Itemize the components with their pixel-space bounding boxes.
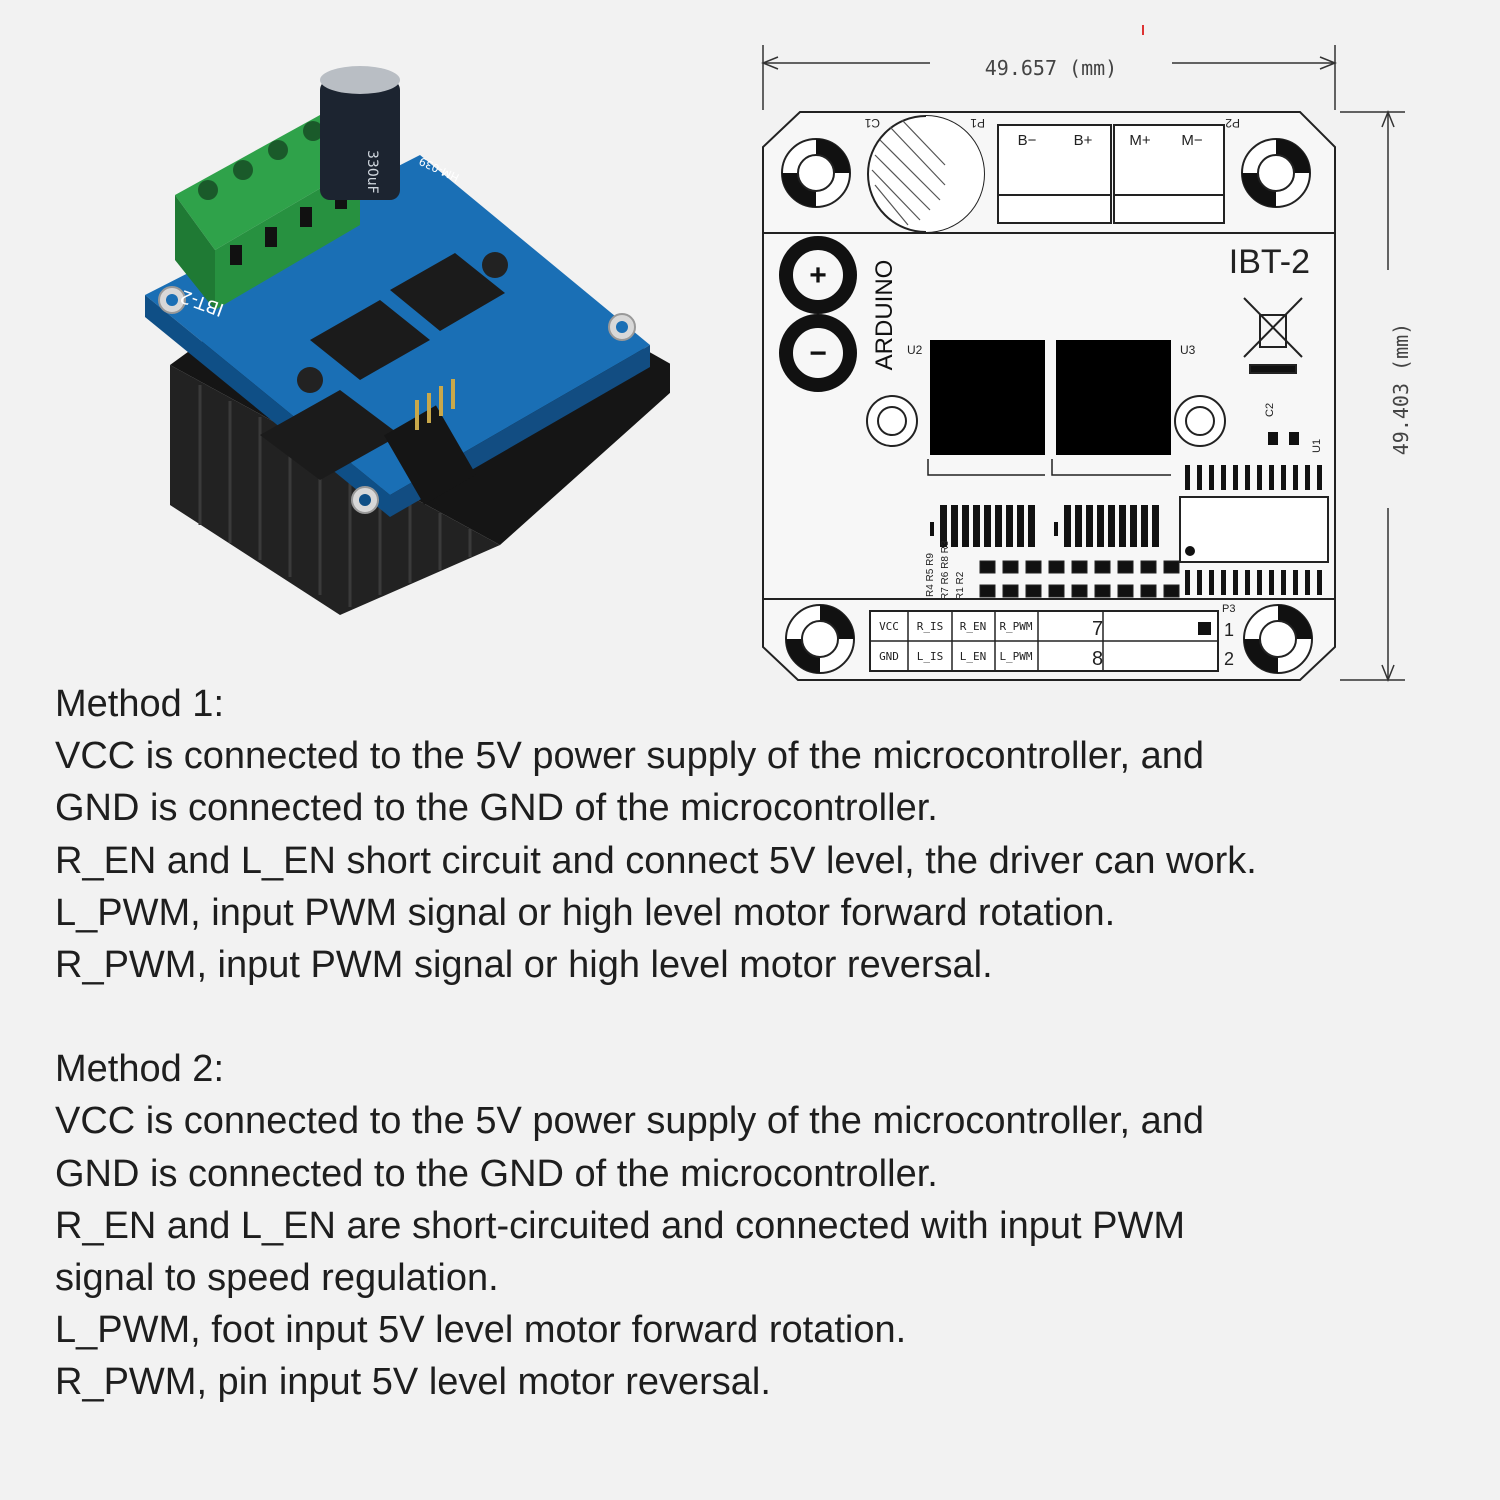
logo-text: ARDUINO: [871, 260, 898, 371]
width-dimension: 49.657 (mm): [985, 56, 1117, 80]
label-p1: P1: [970, 116, 985, 130]
p3-pin-1: 1: [1224, 620, 1234, 640]
mosfets: [260, 253, 505, 480]
pin-7: 7: [1092, 618, 1103, 640]
pin-strips: [930, 505, 1159, 547]
plus-sign: +: [809, 259, 827, 292]
method-1-line: VCC is connected to the 5V power supply …: [55, 735, 1205, 778]
label-resistors-b: R7 R6 R8 R3: [940, 540, 951, 600]
label-u2: U2: [907, 343, 923, 357]
capacitor-c1: C1: [864, 115, 985, 233]
label-resistors-a: R4 R5 R9: [925, 553, 936, 597]
method-1: Method 1: VCC is connected to the 5V pow…: [55, 678, 1475, 991]
label-m-plus: M+: [1129, 132, 1150, 149]
pin-l-pwm: L_PWM: [999, 650, 1032, 663]
label-c1: C1: [864, 116, 880, 130]
pin-vcc: VCC: [879, 620, 899, 633]
p3-pin-2: 2: [1224, 649, 1234, 669]
weee-symbol: [1243, 297, 1303, 374]
terminal-block: [175, 115, 360, 310]
method-2-line: VCC is connected to the 5V power supply …: [55, 1100, 1205, 1143]
mount-holes: [781, 138, 1313, 674]
chip-u2: [930, 340, 1045, 455]
method-2-title: Method 2:: [55, 1048, 224, 1091]
label-b-plus: B+: [1074, 132, 1093, 149]
method-1-line: GND is connected to the GND of the micro…: [55, 787, 938, 830]
pcb-drawing: 49.657 (mm) 49.403 (mm): [760, 25, 1413, 683]
header-pins: [384, 379, 476, 505]
method-1-line: L_PWM, input PWM signal or high level mo…: [55, 891, 1116, 934]
method-2-line: R_EN and L_EN are short-circuited and co…: [55, 1204, 1185, 1247]
height-dimension: 49.403 (mm): [1389, 323, 1413, 455]
pin-table: VCC R_IS R_EN R_PWM GND L_IS L_EN L_PWM …: [869, 603, 1235, 672]
method-1-line: R_PWM, input PWM signal or high level mo…: [55, 944, 993, 987]
label-u3: U3: [1180, 343, 1196, 357]
method-2: Method 2: VCC is connected to the 5V pow…: [55, 1043, 1475, 1408]
resistor-array: R4 R5 R9 R7 R6 R8 R3 R1 R2: [925, 540, 1180, 600]
method-1-title: Method 1:: [55, 683, 224, 725]
label-p3: P3: [1222, 603, 1235, 615]
label-c2: C2: [1264, 403, 1276, 417]
pin-r-is: R_IS: [917, 620, 944, 633]
terminal-p1-p2: [997, 124, 1225, 224]
method-2-line: L_PWM, foot input 5V level motor forward…: [55, 1309, 907, 1352]
capacitor-value: 330uF: [364, 150, 380, 194]
arduino-logo: + − ARDUINO: [779, 236, 898, 392]
label-m-minus: M−: [1181, 132, 1202, 149]
drawing-title: IBT-2: [1229, 243, 1310, 281]
ic-u1: [1179, 465, 1329, 595]
section-gap: [55, 991, 1475, 1043]
pin-r-en: R_EN: [960, 620, 987, 633]
methods-text: Method 1: VCC is connected to the 5V pow…: [55, 678, 1475, 1409]
chip-u3: [1056, 340, 1171, 455]
label-b-minus: B−: [1018, 132, 1037, 149]
label-resistors-c: R1 R2: [955, 571, 966, 600]
capacitor: 330uF: [320, 66, 400, 200]
method-2-line: R_PWM, pin input 5V level motor reversal…: [55, 1361, 771, 1404]
pin-l-is: L_IS: [917, 650, 944, 663]
label-p2: P2: [1225, 116, 1240, 130]
pin-8: 8: [1092, 648, 1103, 670]
pin-l-en: L_EN: [960, 650, 987, 663]
method-2-line: signal to speed regulation.: [55, 1257, 499, 1300]
pin-gnd: GND: [879, 650, 899, 663]
pin-r-pwm: R_PWM: [999, 620, 1032, 633]
screws: [297, 252, 508, 393]
minus-sign: −: [809, 337, 827, 370]
product-photo: 330uF IBT-2 HM-039: [145, 66, 670, 615]
method-1-line: R_EN and L_EN short circuit and connect …: [55, 839, 1257, 882]
method-2-line: GND is connected to the GND of the micro…: [55, 1152, 938, 1195]
label-u1: U1: [1311, 439, 1323, 453]
